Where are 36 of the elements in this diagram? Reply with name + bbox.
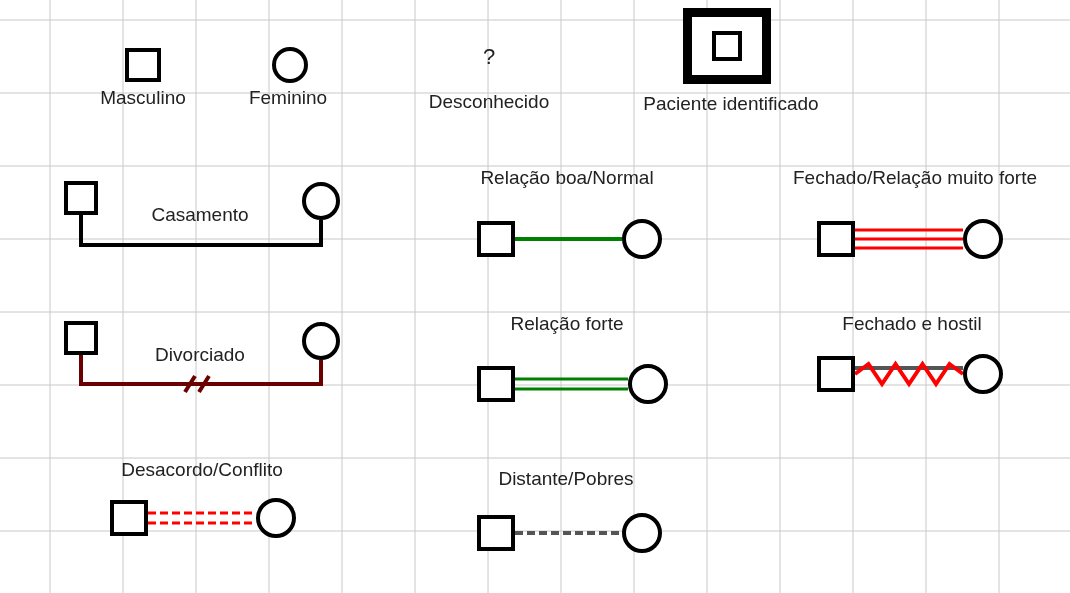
male-square: [125, 48, 161, 82]
female-circle: [963, 219, 1003, 259]
edge-label: Fechado/Relação muito forte: [793, 168, 1037, 189]
edge-label: Casamento: [151, 205, 249, 226]
female-circle: [622, 219, 662, 259]
female-circle: [272, 47, 308, 83]
male-square: [477, 515, 515, 551]
question-mark-symbol: ?: [479, 44, 499, 70]
female-circle: [256, 498, 296, 538]
edge-label: Fechado e hostil: [842, 314, 982, 335]
male-square: [817, 221, 855, 257]
patient-double-square: [683, 8, 771, 84]
edge-label: Divorciado: [155, 345, 245, 366]
symbol-caption: Desconhecido: [428, 92, 550, 113]
relationship-line: [79, 215, 323, 247]
male-square: [477, 366, 515, 402]
edge-label: Relação forte: [510, 314, 624, 335]
symbol-caption: Feminino: [248, 88, 328, 109]
male-square: [64, 181, 98, 215]
male-square: [817, 356, 855, 392]
male-square: [110, 500, 148, 536]
female-circle: [622, 513, 662, 553]
relationship-line: [79, 353, 323, 394]
relationship-line: [515, 531, 622, 535]
female-circle: [628, 364, 668, 404]
symbol-caption: Masculino: [100, 88, 186, 109]
edge-label: Relação boa/Normal: [480, 168, 654, 189]
male-square: [477, 221, 515, 257]
female-circle: [302, 322, 340, 360]
female-circle: [963, 354, 1003, 394]
edge-label: Desacordo/Conflito: [121, 460, 283, 481]
relationship-line: [515, 237, 622, 241]
female-circle: [302, 182, 340, 220]
symbol-caption: Paciente identificado: [643, 94, 819, 115]
male-square: [64, 321, 98, 355]
edge-label: Distante/Pobres: [498, 469, 634, 490]
